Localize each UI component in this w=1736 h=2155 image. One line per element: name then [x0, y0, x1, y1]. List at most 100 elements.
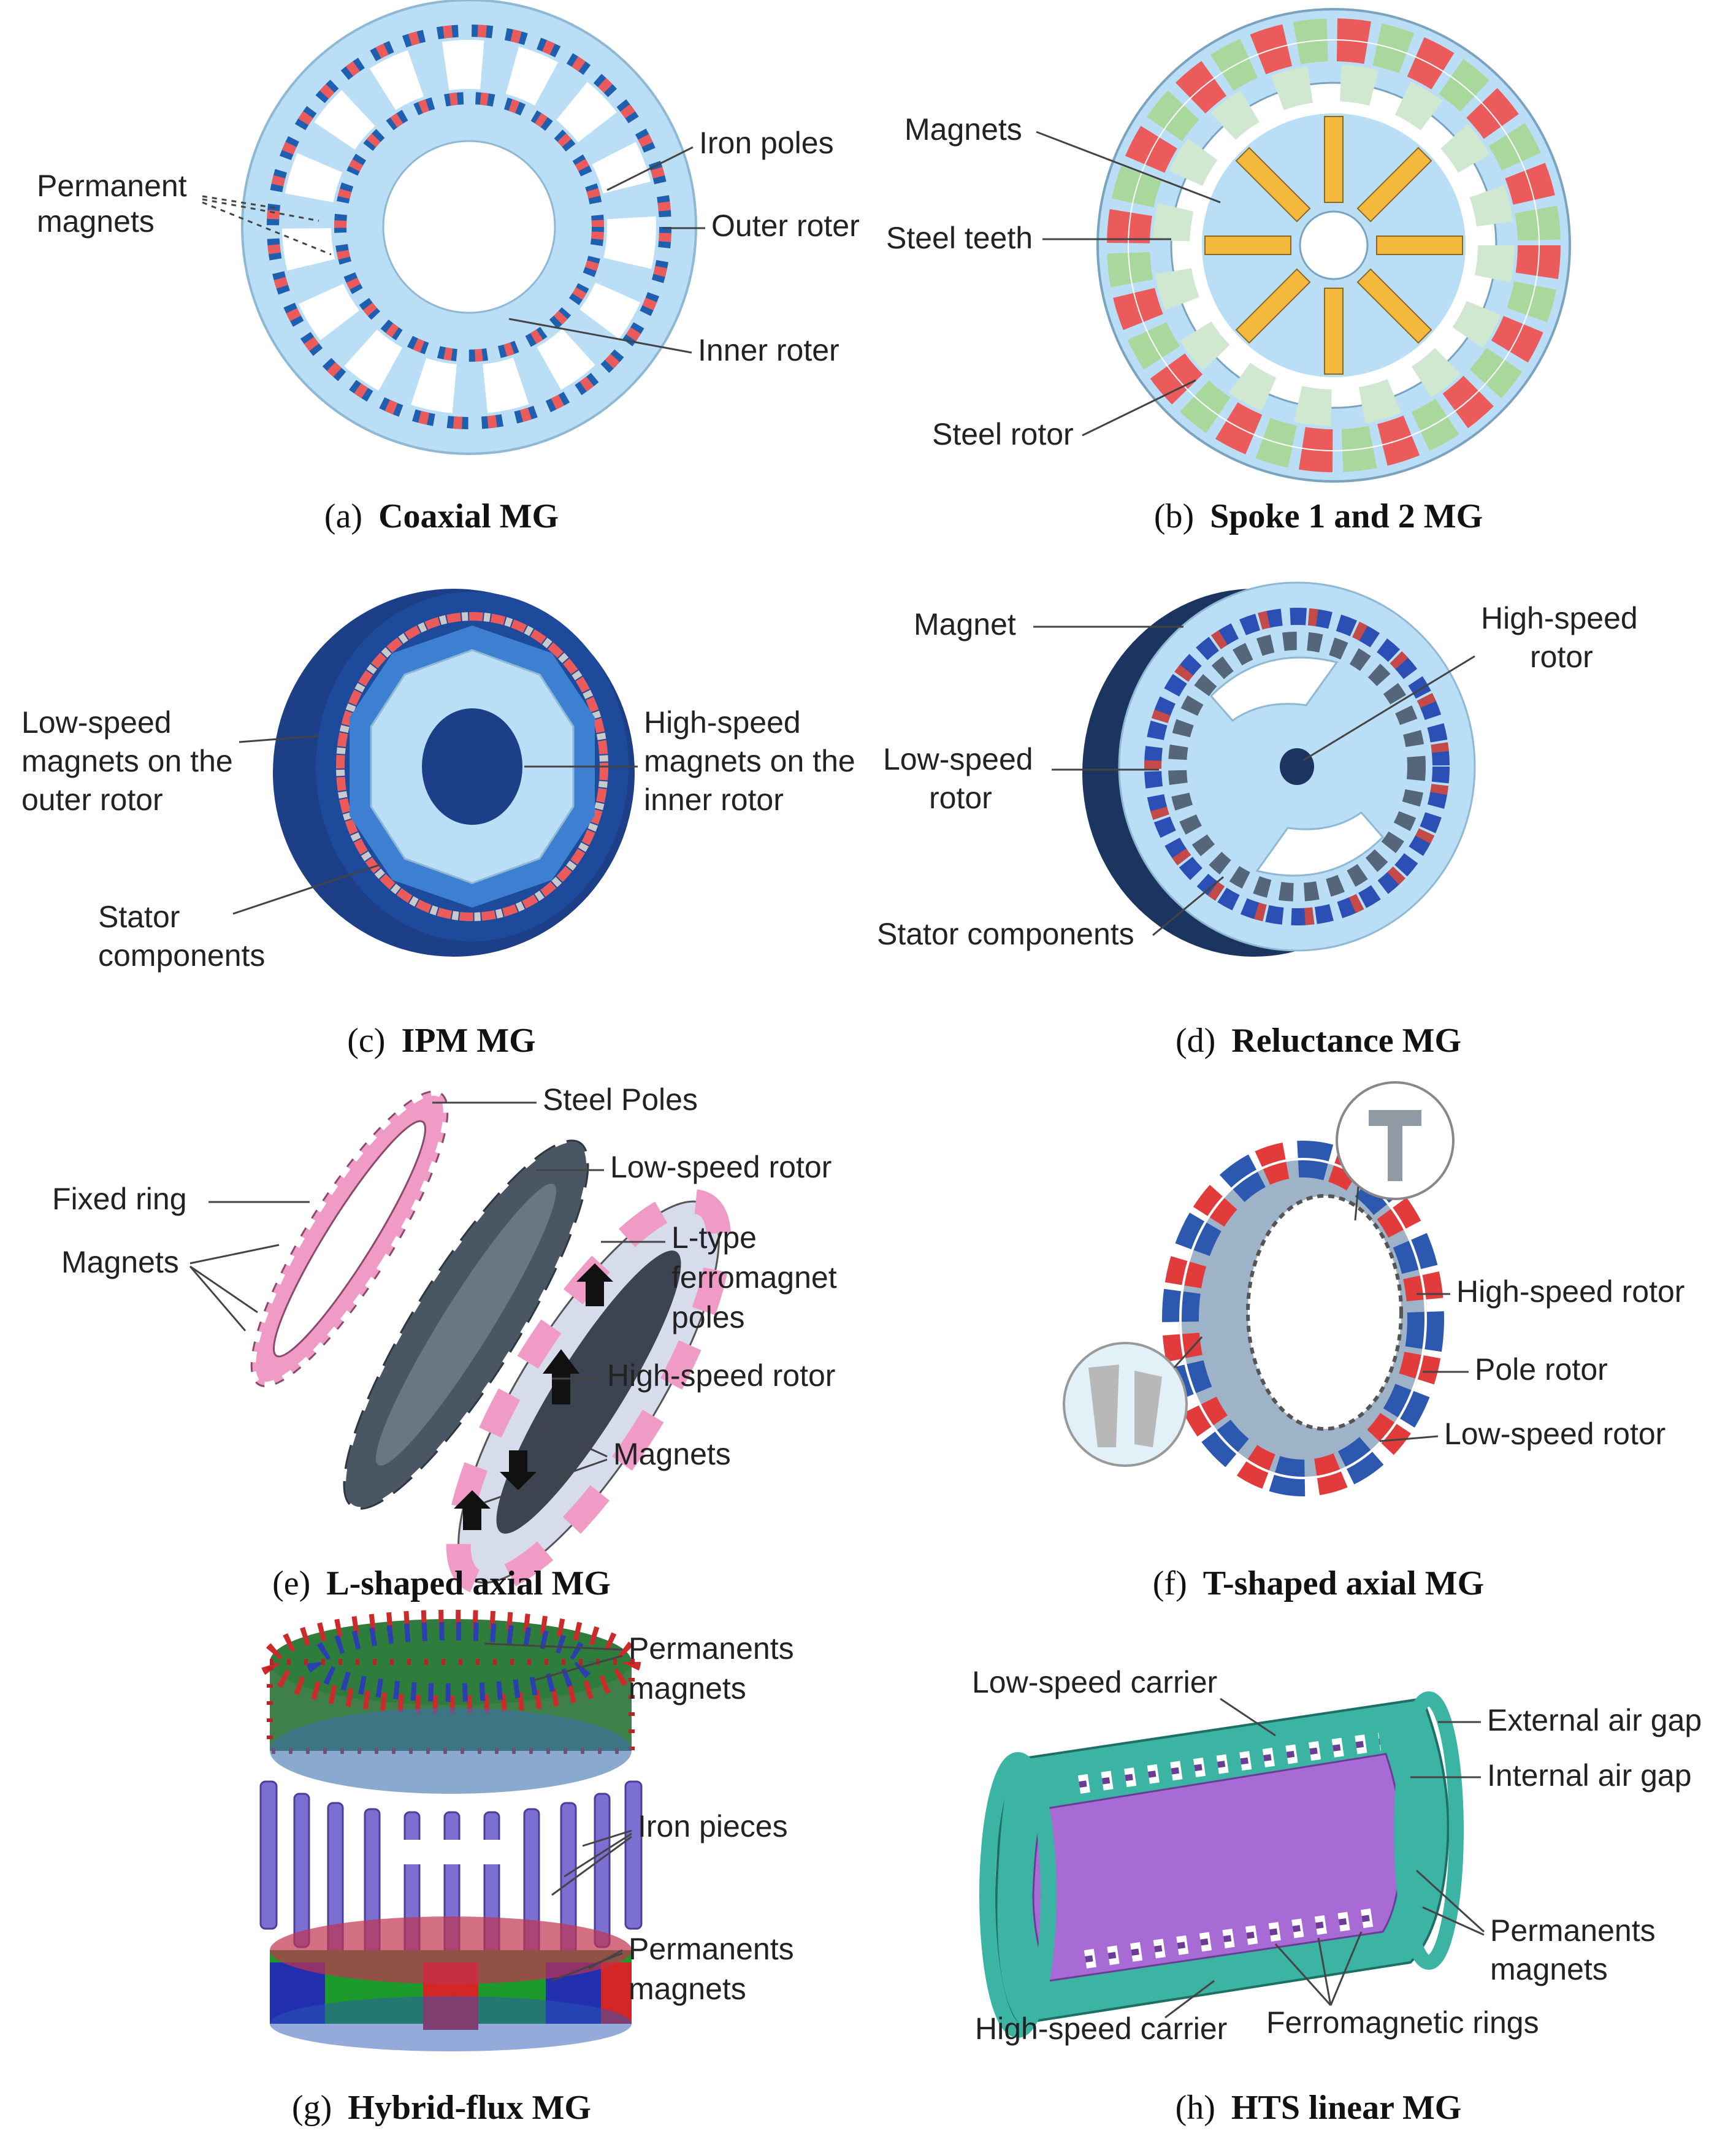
label-outer-roter: Outer roter	[711, 209, 860, 243]
reluctance-mg-drawing	[1082, 581, 1476, 957]
label-ls-rotor-l2: rotor	[929, 781, 992, 815]
leader-inner-roter	[508, 318, 692, 354]
label-l-type-l1: L-type	[671, 1220, 757, 1255]
ipm-mg-drawing	[273, 589, 635, 957]
hybrid-flux-mg-drawing	[259, 1610, 643, 2051]
label-l-type-l3: poles	[671, 1300, 745, 1334]
label-g-perm-top-l2: magnets	[629, 1671, 746, 1705]
inset-left-connector	[1173, 1336, 1203, 1369]
panel-c-ipm-mg: Low-speed magnets on the outer rotor Hig…	[21, 589, 855, 1060]
label-permanent-magnets-l1: Permanent	[37, 169, 187, 203]
leader-permanent-magnets	[202, 195, 332, 256]
leader-h-high-speed-carrier	[1164, 1980, 1215, 2019]
label-ls-rotor-l1: Low-speed	[883, 742, 1033, 776]
label-h-perm-l1: Permanents	[1490, 1913, 1656, 1948]
caption-d-title: Reluctance MG	[1231, 1022, 1461, 1060]
label-e-magnets-left: Magnets	[61, 1245, 179, 1279]
label-h-low-speed-carrier: Low-speed carrier	[972, 1665, 1217, 1699]
label-magnet: Magnet	[914, 607, 1016, 641]
panel-a-coaxial-mg: Permanent magnets Iron poles Outer roter…	[37, 0, 860, 535]
leader-magnets	[1036, 131, 1221, 204]
caption-a-title: Coaxial MG	[378, 497, 559, 535]
l-shaped-mg-drawing	[247, 1087, 732, 1595]
label-low-speed-l3: outer rotor	[21, 783, 163, 817]
label-permanent-magnets-l2: magnets	[37, 204, 155, 239]
label-low-speed-l2: magnets on the	[21, 744, 233, 778]
label-e-low-speed-rotor: Low-speed rotor	[610, 1150, 832, 1184]
leader-stator	[232, 863, 381, 915]
label-iron-poles: Iron poles	[699, 126, 834, 160]
leader-low-speed	[239, 735, 319, 743]
label-steel-teeth: Steel teeth	[886, 221, 1033, 255]
label-f-pole-rotor: Pole rotor	[1475, 1352, 1608, 1387]
label-f-low-speed-rotor: Low-speed rotor	[1444, 1417, 1665, 1451]
label-h-external-air-gap: External air gap	[1487, 1703, 1702, 1737]
leader-stator-components	[1152, 876, 1224, 936]
caption-c-title: IPM MG	[401, 1022, 535, 1060]
leader-h-perm	[1415, 1869, 1485, 1936]
caption-f: (f) T-shaped axial MG	[1153, 1564, 1484, 1602]
label-g-perm-bot-l2: magnets	[629, 1972, 746, 2006]
caption-a: (a) Coaxial MG	[324, 497, 559, 535]
caption-a-letter: (a)	[324, 497, 362, 535]
label-f-high-speed-rotor: High-speed rotor	[1456, 1274, 1684, 1309]
caption-c: (c) IPM MG	[347, 1022, 535, 1060]
caption-f-letter: (f)	[1153, 1564, 1187, 1602]
caption-g: (g) Hybrid-flux MG	[292, 2089, 591, 2127]
caption-e: (e) L-shaped axial MG	[272, 1564, 611, 1602]
leader-h-ferromagnetic-rings	[1274, 1931, 1363, 2007]
hts-linear-mg-drawing	[979, 1691, 1464, 2038]
label-hs-rotor-l2: rotor	[1530, 640, 1593, 674]
caption-h: (h) HTS linear MG	[1176, 2089, 1462, 2127]
caption-g-title: Hybrid-flux MG	[348, 2089, 591, 2127]
label-h-perm-l2: magnets	[1490, 1952, 1608, 1986]
leader-g-perm-top	[484, 1642, 623, 1682]
label-e-magnets-right: Magnets	[613, 1437, 731, 1471]
coaxial-mg-drawing	[241, 0, 697, 455]
caption-d-letter: (d)	[1176, 1022, 1215, 1060]
label-stator-l2: components	[98, 938, 265, 973]
label-high-speed-l1: High-speed	[644, 705, 801, 740]
leader-e-magnets-right	[484, 1422, 608, 1504]
panel-d-reluctance-mg: Magnet High-speed rotor Low-speed rotor …	[877, 581, 1638, 1060]
t-shaped-mg-drawing	[1063, 1081, 1455, 1496]
leader-e-magnets-left	[189, 1244, 280, 1331]
label-h-ferromagnetic-rings: Ferromagnetic rings	[1266, 2005, 1539, 2040]
label-stator-l1: Stator	[98, 900, 180, 934]
caption-c-letter: (c)	[347, 1022, 385, 1060]
leader-iron-poles	[606, 146, 694, 191]
label-fixed-ring: Fixed ring	[52, 1182, 187, 1216]
panel-h-hts-linear-mg: Low-speed carrier External air gap Inter…	[972, 1665, 1702, 2127]
leader-steel-rotor	[1082, 379, 1196, 437]
label-g-perm-bot-l1: Permanents	[629, 1932, 794, 1966]
label-steel-poles: Steel Poles	[543, 1082, 698, 1117]
caption-e-letter: (e)	[272, 1564, 310, 1602]
label-inner-roter: Inner roter	[698, 333, 839, 367]
label-high-speed-l3: inner rotor	[644, 783, 784, 817]
leader-h-low-speed-carrier	[1220, 1698, 1276, 1737]
label-low-speed-l1: Low-speed	[21, 705, 172, 740]
label-g-perm-top-l1: Permanents	[629, 1631, 794, 1666]
leader-f-low-speed-rotor	[1379, 1435, 1439, 1442]
panel-e-l-shaped-axial-mg: Steel Poles Low-speed rotor Fixed ring M…	[52, 1082, 837, 1602]
label-l-type-l2: ferromagnet	[671, 1260, 837, 1295]
caption-h-title: HTS linear MG	[1231, 2089, 1461, 2127]
caption-f-title: T-shaped axial MG	[1203, 1564, 1484, 1602]
spoke-mg-drawing	[1096, 8, 1571, 483]
leader-g-perm-bot	[551, 1949, 623, 1982]
label-stator-components: Stator components	[877, 917, 1134, 951]
label-steel-rotor: Steel rotor	[932, 417, 1074, 451]
label-magnets: Magnets	[904, 112, 1022, 147]
caption-d: (d) Reluctance MG	[1176, 1022, 1461, 1060]
panel-g-hybrid-flux-mg: Permanents magnets Iron pieces Permanent…	[259, 1610, 794, 2127]
label-e-high-speed-rotor: High-speed rotor	[607, 1358, 835, 1393]
caption-b-letter: (b)	[1154, 497, 1194, 535]
panel-b-spoke-mg: Magnets Steel teeth Steel rotor (b) Spok…	[886, 8, 1571, 535]
caption-h-letter: (h)	[1176, 2089, 1215, 2127]
label-hs-rotor-l1: High-speed	[1481, 601, 1638, 635]
caption-e-title: L-shaped axial MG	[326, 1564, 611, 1602]
label-g-iron-pieces: Iron pieces	[638, 1809, 788, 1843]
inset-top-connector	[1354, 1186, 1359, 1221]
leader-g-iron-pieces	[551, 1829, 632, 1896]
